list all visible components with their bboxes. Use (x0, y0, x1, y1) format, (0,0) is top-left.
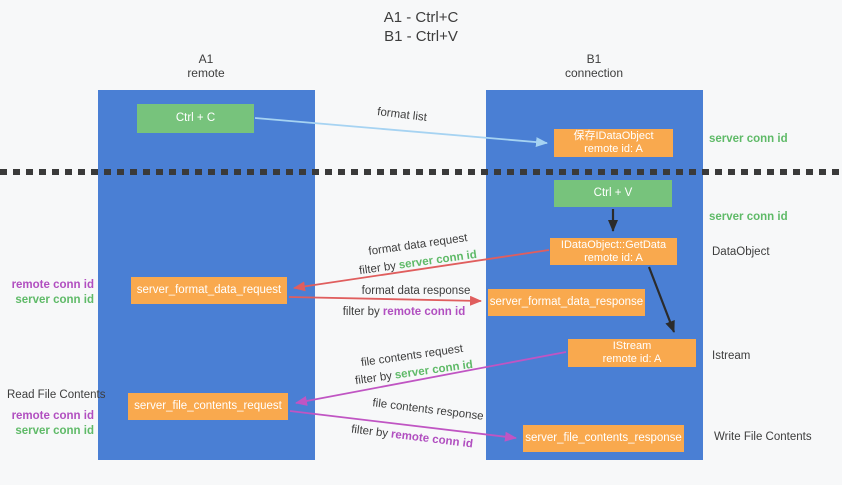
label-server-conn-id-mid: server conn id (709, 211, 788, 223)
node-server-format-data-response-label: server_format_data_response (489, 296, 644, 308)
filter-by-prefix: filter by (350, 423, 389, 441)
label-format-list: format list (376, 106, 428, 124)
node-server-file-contents-request-label: server_file_contents_request (134, 400, 282, 412)
label-format-data-response: format data response (361, 285, 471, 297)
filter-by-prefix: filter by (342, 306, 380, 318)
filter-by-prefix: filter by (358, 260, 397, 278)
node-idataobject-getdata[interactable]: IDataObject::GetData remote id: A (550, 238, 677, 265)
node-server-file-contents-request[interactable]: server_file_contents_request (128, 393, 288, 420)
label-server-conn-id-top: server conn id (709, 133, 788, 145)
remote-conn-id-keyword: remote conn id (390, 428, 474, 451)
label-remote-conn-id-1: remote conn id (11, 279, 94, 291)
node-ctrl-v-label: Ctrl + V (593, 187, 633, 199)
left-conn-ids-2: remote conn id server conn id (0, 409, 94, 439)
arrow-format-data-response (288, 295, 482, 306)
label-dataobject: DataObject (712, 246, 770, 258)
node-save-idataobject[interactable]: 保存IDataObject remote id: A (554, 129, 673, 157)
diagram-title: A1 - Ctrl+C B1 - Ctrl+V (0, 8, 842, 46)
label-remote-conn-id-2: remote conn id (11, 410, 94, 422)
server-conn-id-keyword: server conn id (398, 248, 478, 272)
node-save-idataobject-line1: 保存IDataObject (573, 130, 654, 142)
lane-b1-header: B1 connection (534, 52, 654, 80)
lane-a1-subtitle: remote (187, 66, 225, 80)
label-read-file-contents: Read File Contents (7, 389, 106, 401)
title-line-1: A1 - Ctrl+C (383, 9, 459, 26)
label-write-file-contents: Write File Contents (714, 431, 812, 443)
label-istream-side: Istream (712, 350, 751, 362)
label-server-conn-id-2: server conn id (15, 425, 94, 437)
left-conn-ids-1: remote conn id server conn id (0, 278, 94, 308)
node-server-format-data-request[interactable]: server_format_data_request (131, 277, 287, 304)
session-separator-line (0, 169, 842, 175)
lane-a1-title: A1 (198, 52, 214, 66)
node-ctrl-c-label: Ctrl + C (175, 112, 216, 124)
filter-by-prefix: filter by (354, 370, 393, 388)
node-istream[interactable]: IStream remote id: A (568, 339, 696, 367)
node-save-idataobject-line2: remote id: A (584, 143, 643, 155)
lane-b1-subtitle: connection (564, 66, 624, 80)
node-getdata-line1: IDataObject::GetData (560, 238, 667, 251)
node-server-format-data-request-label: server_format_data_request (136, 284, 282, 296)
node-istream-line1: IStream (612, 340, 652, 352)
node-server-file-contents-response-label: server_file_contents_response (525, 432, 682, 444)
node-ctrl-c[interactable]: Ctrl + C (137, 104, 254, 133)
lane-a1-header: A1 remote (146, 52, 266, 80)
node-server-file-contents-response[interactable]: server_file_contents_response (523, 425, 684, 452)
node-getdata-line2: remote id: A (584, 251, 643, 264)
node-istream-line2: remote id: A (602, 353, 662, 365)
node-server-format-data-response[interactable]: server_format_data_response (488, 289, 645, 316)
title-line-2: B1 - Ctrl+V (384, 28, 458, 45)
remote-conn-id-keyword: remote conn id (382, 306, 466, 318)
node-ctrl-v[interactable]: Ctrl + V (554, 180, 672, 207)
lane-b1-title: B1 (586, 52, 602, 66)
label-server-conn-id-1: server conn id (15, 294, 94, 306)
label-file-contents-response: file contents response (371, 397, 485, 423)
